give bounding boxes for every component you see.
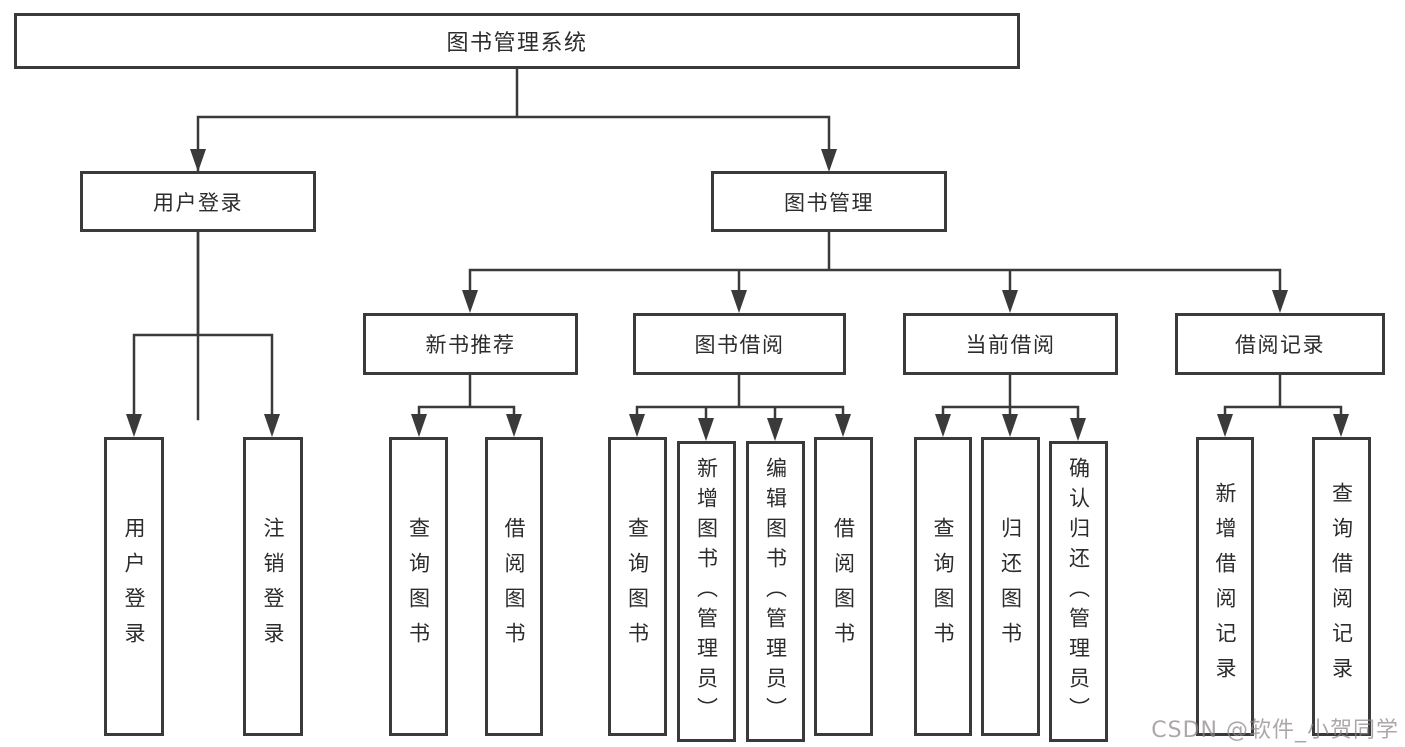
leaf-borrow-borrow-books-label: 借阅图书 bbox=[831, 516, 856, 657]
arrow-to-records-leaf-2 bbox=[1333, 414, 1349, 437]
leaf-records-add-record-label: 新增借阅记录 bbox=[1213, 481, 1237, 692]
arrow-to-recommend-leaf-1 bbox=[411, 414, 427, 437]
leaf-borrow-borrow-books: 借阅图书 bbox=[814, 437, 873, 736]
node-book-borrow: 图书借阅 bbox=[633, 313, 846, 375]
leaf-records-query-record-label: 查询借阅记录 bbox=[1329, 481, 1354, 692]
leaf-current-return-books-label: 归还图书 bbox=[998, 516, 1023, 657]
leaf-user-login-label: 用户登录 bbox=[122, 516, 146, 657]
leaf-current-query-books-label: 查询图书 bbox=[931, 516, 955, 657]
node-book-management: 图书管理 bbox=[711, 171, 947, 232]
connector-recommend-leaves bbox=[417, 373, 516, 422]
leaf-borrow-query-books-label: 查询图书 bbox=[625, 516, 650, 657]
leaf-borrow-edit-books-admin: 编辑图书（管理员） bbox=[746, 441, 805, 742]
leaf-borrow-add-books-admin-label: 新增图书（管理员） bbox=[694, 456, 719, 727]
arrow-to-borrow-leaf-2 bbox=[698, 418, 714, 441]
connector-borrow-leaves bbox=[635, 373, 845, 426]
arrowheads bbox=[126, 149, 1349, 441]
arrow-to-borrow bbox=[731, 290, 747, 313]
node-new-book-recommend: 新书推荐 bbox=[363, 313, 578, 375]
leaf-records-add-record: 新增借阅记录 bbox=[1196, 437, 1254, 736]
arrow-to-borrow-leaf-4 bbox=[835, 414, 851, 437]
leaf-borrow-edit-books-admin-label: 编辑图书（管理员） bbox=[763, 456, 788, 727]
leaf-recommend-borrow-books: 借阅图书 bbox=[485, 437, 543, 736]
arrow-to-current-leaf-2 bbox=[1002, 414, 1018, 437]
leaf-logout-label: 注销登录 bbox=[261, 516, 285, 657]
arrow-to-recommend-leaf-2 bbox=[506, 414, 522, 437]
arrow-to-borrow-leaf-1 bbox=[629, 414, 645, 437]
connector-root-branch bbox=[196, 67, 831, 421]
leaf-records-query-record: 查询借阅记录 bbox=[1312, 437, 1371, 736]
csdn-watermark: CSDN @软件_小贺同学 bbox=[1151, 718, 1399, 743]
arrow-to-book-management bbox=[821, 149, 837, 172]
node-borrow-records: 借阅记录 bbox=[1175, 313, 1385, 375]
node-user-login: 用户登录 bbox=[80, 171, 316, 232]
arrow-to-user-login bbox=[190, 149, 206, 172]
arrow-to-records bbox=[1272, 290, 1288, 313]
leaf-current-return-books: 归还图书 bbox=[981, 437, 1040, 736]
arrow-to-current-leaf-3 bbox=[1070, 418, 1086, 441]
leaf-recommend-borrow-books-label: 借阅图书 bbox=[502, 516, 526, 657]
leaf-recommend-query-books-label: 查询图书 bbox=[406, 516, 431, 657]
arrow-to-login-leaf-1 bbox=[126, 414, 142, 437]
connector-current-leaves bbox=[941, 373, 1080, 426]
leaf-current-confirm-return-admin: 确认归还（管理员） bbox=[1049, 441, 1108, 742]
arrow-to-recommend bbox=[462, 290, 478, 313]
leaf-current-confirm-return-admin-label: 确认归还（管理员） bbox=[1066, 456, 1091, 727]
leaf-logout: 注销登录 bbox=[243, 437, 303, 736]
arrow-to-borrow-leaf-3 bbox=[767, 418, 783, 441]
connector-manage-subtree bbox=[468, 230, 1282, 298]
arrow-to-login-leaf-2 bbox=[264, 414, 280, 437]
arrow-to-current-leaf-1 bbox=[935, 414, 951, 437]
connector-records-leaves bbox=[1223, 373, 1343, 422]
leaf-borrow-query-books: 查询图书 bbox=[608, 437, 667, 736]
node-root: 图书管理系统 bbox=[14, 13, 1020, 69]
connector-login-subtree bbox=[132, 230, 274, 422]
leaf-user-login: 用户登录 bbox=[104, 437, 164, 736]
leaf-current-query-books: 查询图书 bbox=[914, 437, 972, 736]
node-current-borrow: 当前借阅 bbox=[903, 313, 1118, 375]
arrow-to-current bbox=[1002, 290, 1018, 313]
leaf-recommend-query-books: 查询图书 bbox=[389, 437, 448, 736]
arrow-to-records-leaf-1 bbox=[1217, 414, 1233, 437]
leaf-borrow-add-books-admin: 新增图书（管理员） bbox=[677, 441, 736, 742]
